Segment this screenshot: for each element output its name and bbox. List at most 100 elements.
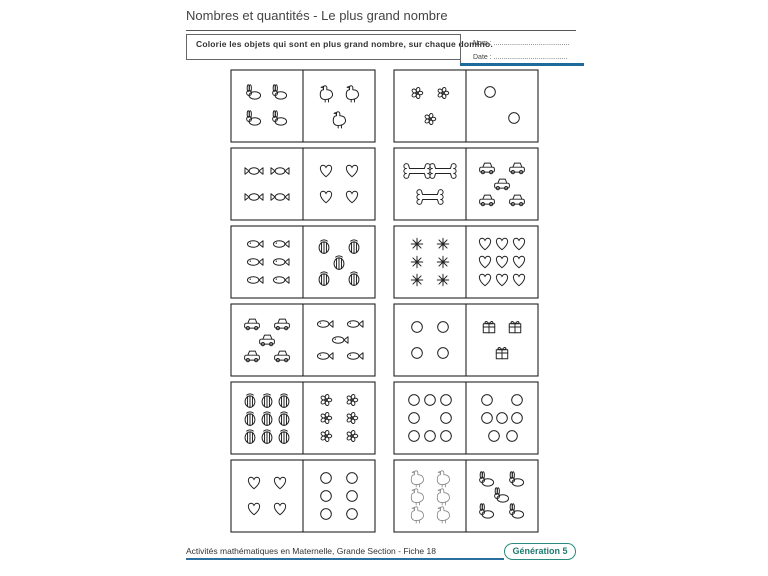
fish-icon[interactable] — [272, 258, 290, 266]
rabbit-icon[interactable] — [246, 110, 262, 126]
hen-icon[interactable] — [410, 506, 424, 524]
ring-icon[interactable] — [481, 394, 493, 406]
ring-icon[interactable] — [488, 430, 500, 442]
pumpkin-icon[interactable] — [244, 429, 256, 444]
ring-icon[interactable] — [424, 430, 436, 442]
candy-icon[interactable] — [270, 167, 290, 175]
flower-icon[interactable] — [320, 411, 333, 425]
candy-icon[interactable] — [270, 193, 290, 201]
hen-icon[interactable] — [410, 488, 424, 506]
ring-icon[interactable] — [511, 394, 523, 406]
star-icon[interactable] — [436, 237, 450, 251]
star-icon[interactable] — [410, 237, 424, 251]
candy-icon[interactable] — [244, 193, 264, 201]
car-icon[interactable] — [274, 350, 290, 363]
car-icon[interactable] — [274, 318, 290, 331]
heart-icon[interactable] — [512, 255, 526, 269]
pumpkin-icon[interactable] — [278, 411, 290, 426]
gift-icon[interactable] — [495, 346, 509, 360]
ring-icon[interactable] — [320, 472, 332, 484]
ring-icon[interactable] — [346, 508, 358, 520]
heart-icon[interactable] — [495, 255, 509, 269]
flower-icon[interactable] — [411, 86, 424, 100]
heart-icon[interactable] — [345, 164, 359, 178]
fish-icon[interactable] — [246, 276, 264, 284]
gift-icon[interactable] — [508, 320, 522, 334]
ring-icon[interactable] — [346, 472, 358, 484]
rabbit-icon[interactable] — [479, 503, 495, 519]
gift-icon[interactable] — [482, 320, 496, 334]
ring-icon[interactable] — [408, 412, 420, 424]
hen-icon[interactable] — [332, 111, 347, 129]
rabbit-icon[interactable] — [479, 471, 495, 487]
star-icon[interactable] — [410, 255, 424, 269]
pumpkin-icon[interactable] — [261, 411, 273, 426]
pumpkin-icon[interactable] — [244, 411, 256, 426]
pumpkin-icon[interactable] — [261, 393, 273, 408]
bone-icon[interactable] — [429, 163, 457, 179]
car-icon[interactable] — [244, 318, 260, 331]
bone-icon[interactable] — [416, 189, 444, 205]
car-icon[interactable] — [509, 194, 525, 207]
ring-icon[interactable] — [511, 412, 523, 424]
ring-icon[interactable] — [320, 490, 332, 502]
fish-icon[interactable] — [331, 336, 349, 344]
heart-icon[interactable] — [247, 502, 261, 516]
ring-icon[interactable] — [437, 321, 449, 333]
heart-icon[interactable] — [319, 164, 333, 178]
heart-icon[interactable] — [273, 502, 287, 516]
ring-icon[interactable] — [408, 394, 420, 406]
ring-icon[interactable] — [481, 412, 493, 424]
hen-icon[interactable] — [319, 85, 334, 103]
name-field[interactable]: Nom : ..................................… — [473, 40, 570, 47]
pumpkin-icon[interactable] — [278, 393, 290, 408]
ring-icon[interactable] — [411, 321, 423, 333]
hen-icon[interactable] — [436, 506, 450, 524]
heart-icon[interactable] — [478, 255, 492, 269]
fish-icon[interactable] — [272, 240, 290, 248]
fish-icon[interactable] — [246, 258, 264, 266]
ring-icon[interactable] — [440, 430, 452, 442]
star-icon[interactable] — [436, 255, 450, 269]
pumpkin-icon[interactable] — [333, 255, 345, 270]
ring-icon[interactable] — [508, 112, 520, 124]
heart-icon[interactable] — [273, 476, 287, 490]
rabbit-icon[interactable] — [509, 471, 525, 487]
heart-icon[interactable] — [345, 190, 359, 204]
rabbit-icon[interactable] — [494, 487, 510, 503]
pumpkin-icon[interactable] — [278, 429, 290, 444]
heart-icon[interactable] — [247, 476, 261, 490]
flower-icon[interactable] — [346, 411, 359, 425]
fish-icon[interactable] — [346, 352, 364, 360]
ring-icon[interactable] — [440, 412, 452, 424]
car-icon[interactable] — [494, 178, 510, 191]
flower-icon[interactable] — [346, 393, 359, 407]
bone-icon[interactable] — [403, 163, 431, 179]
hen-icon[interactable] — [410, 470, 424, 488]
heart-icon[interactable] — [512, 237, 526, 251]
star-icon[interactable] — [410, 273, 424, 287]
car-icon[interactable] — [509, 162, 525, 175]
ring-icon[interactable] — [320, 508, 332, 520]
car-icon[interactable] — [479, 162, 495, 175]
ring-icon[interactable] — [496, 412, 508, 424]
ring-icon[interactable] — [506, 430, 518, 442]
pumpkin-icon[interactable] — [348, 239, 360, 254]
pumpkin-icon[interactable] — [348, 271, 360, 286]
fish-icon[interactable] — [246, 240, 264, 248]
flower-icon[interactable] — [320, 429, 333, 443]
star-icon[interactable] — [436, 273, 450, 287]
ring-icon[interactable] — [484, 86, 496, 98]
pumpkin-icon[interactable] — [244, 393, 256, 408]
pumpkin-icon[interactable] — [318, 271, 330, 286]
hen-icon[interactable] — [345, 85, 360, 103]
fish-icon[interactable] — [316, 320, 334, 328]
heart-icon[interactable] — [319, 190, 333, 204]
rabbit-icon[interactable] — [272, 84, 288, 100]
flower-icon[interactable] — [437, 86, 450, 100]
flower-icon[interactable] — [346, 429, 359, 443]
car-icon[interactable] — [479, 194, 495, 207]
fish-icon[interactable] — [272, 276, 290, 284]
hen-icon[interactable] — [436, 470, 450, 488]
heart-icon[interactable] — [478, 237, 492, 251]
